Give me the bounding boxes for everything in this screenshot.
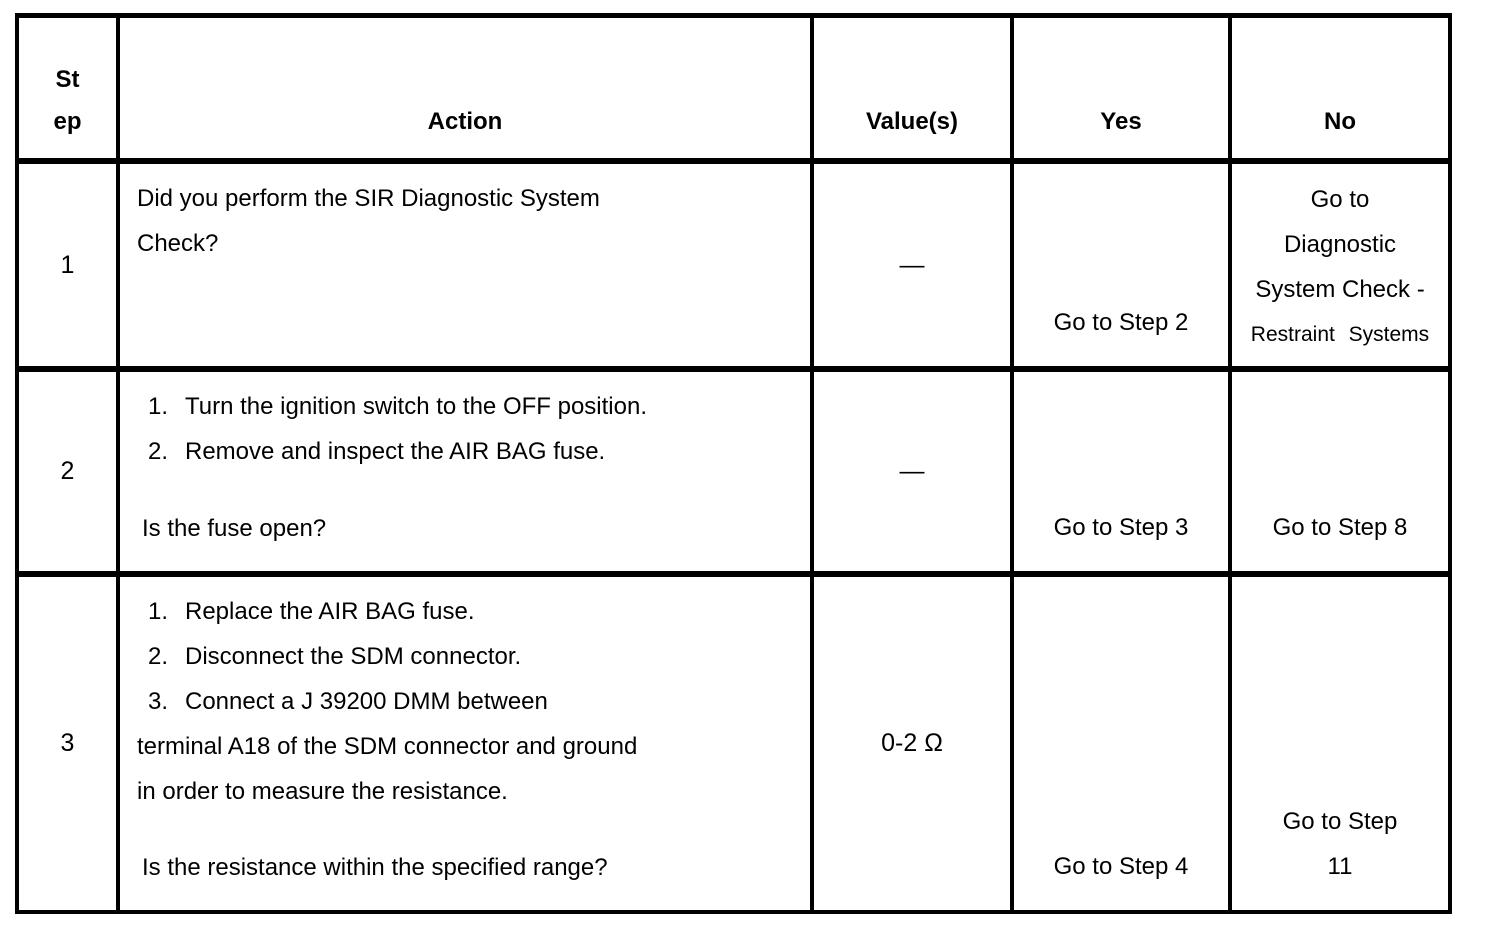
- list-number: 1.: [148, 393, 169, 420]
- row1-step-cell: 1: [19, 164, 120, 372]
- no-line: Go to: [1310, 186, 1370, 213]
- action-question: Is the fuse open?: [142, 515, 327, 542]
- header-no-label: No: [1324, 108, 1356, 135]
- list-number: 1.: [148, 598, 169, 625]
- header-cell-no: No: [1232, 18, 1448, 164]
- row3-yes-cell: Go to Step 4: [1014, 577, 1232, 910]
- list-number: 3.: [148, 688, 169, 715]
- action-text-block: 1. Turn the ignition switch to the OFF p…: [137, 384, 790, 474]
- row1-value-cell: —: [814, 164, 1014, 372]
- row3-action-cell: 1. Replace the AIR BAG fuse. 2. Disconne…: [120, 577, 814, 910]
- no-line: Go to Step: [1282, 808, 1398, 835]
- no-text: Go to Step 8: [1272, 514, 1408, 541]
- no-line: 11: [1327, 853, 1353, 880]
- header-cell-values: Value(s): [814, 18, 1014, 164]
- row2-no-cell: Go to Step 8: [1232, 372, 1448, 577]
- diagnostic-step-table: St ep Action Value(s) Yes No 1 Did you p…: [15, 13, 1452, 914]
- yes-text: Go to Step 3: [1053, 514, 1189, 541]
- action-question: Is the resistance within the specified r…: [142, 854, 608, 881]
- header-cell-yes: Yes: [1014, 18, 1232, 164]
- action-line: in order to measure the resistance.: [137, 778, 508, 805]
- row2-step-cell: 2: [19, 372, 120, 577]
- value-text: —: [899, 250, 925, 279]
- list-number: 2.: [148, 438, 169, 465]
- action-list-item: 1. Replace the AIR BAG fuse.: [148, 589, 790, 634]
- value-text: —: [899, 457, 925, 485]
- action-line: Check?: [137, 230, 219, 257]
- row3-value-cell: 0-2 Ω: [814, 577, 1014, 910]
- action-text-block: Did you perform the SIR Diagnostic Syste…: [137, 176, 790, 266]
- list-number: 2.: [148, 643, 169, 670]
- header-cell-action: Action: [120, 18, 814, 164]
- value-text: 0-2 Ω: [881, 729, 943, 757]
- no-line: Restraint Systems: [1250, 323, 1430, 346]
- header-step-line1: St: [55, 66, 80, 93]
- yes-text: Go to Step 2: [1053, 309, 1189, 336]
- list-text: Replace the AIR BAG fuse.: [185, 598, 475, 625]
- step-number: 1: [60, 250, 75, 279]
- header-values-label: Value(s): [865, 108, 959, 135]
- action-list-item: 1. Turn the ignition switch to the OFF p…: [148, 384, 790, 429]
- row1-yes-cell: Go to Step 2: [1014, 164, 1232, 372]
- list-text: Connect a J 39200 DMM between: [185, 688, 548, 715]
- action-line: Did you perform the SIR Diagnostic Syste…: [137, 185, 600, 212]
- row3-step-cell: 3: [19, 577, 120, 910]
- row2-yes-cell: Go to Step 3: [1014, 372, 1232, 577]
- action-list-item: 2. Disconnect the SDM connector.: [148, 634, 790, 679]
- row2-action-cell: 1. Turn the ignition switch to the OFF p…: [120, 372, 814, 577]
- list-text: Turn the ignition switch to the OFF posi…: [185, 393, 647, 420]
- action-list-item: 2. Remove and inspect the AIR BAG fuse.: [148, 429, 790, 474]
- step-number: 2: [60, 457, 75, 485]
- action-text-block: 1. Replace the AIR BAG fuse. 2. Disconne…: [137, 589, 790, 814]
- no-line: System Check -: [1255, 276, 1425, 303]
- step-number: 3: [60, 729, 75, 757]
- yes-text: Go to Step 4: [1053, 853, 1189, 880]
- header-yes-label: Yes: [1100, 108, 1142, 135]
- list-text: Remove and inspect the AIR BAG fuse.: [185, 438, 606, 465]
- header-action-label: Action: [427, 108, 503, 135]
- action-list-item: 3. Connect a J 39200 DMM between: [148, 679, 790, 724]
- action-line: terminal A18 of the SDM connector and gr…: [137, 733, 638, 760]
- no-line: Diagnostic: [1283, 231, 1397, 258]
- row1-action-cell: Did you perform the SIR Diagnostic Syste…: [120, 164, 814, 372]
- header-cell-step: St ep: [19, 18, 120, 164]
- list-text: Disconnect the SDM connector.: [185, 643, 522, 670]
- row2-value-cell: —: [814, 372, 1014, 577]
- header-step-line2: ep: [53, 108, 82, 135]
- row1-no-cell: Go to Diagnostic System Check - Restrain…: [1232, 164, 1448, 372]
- row3-no-cell: Go to Step 11: [1232, 577, 1448, 910]
